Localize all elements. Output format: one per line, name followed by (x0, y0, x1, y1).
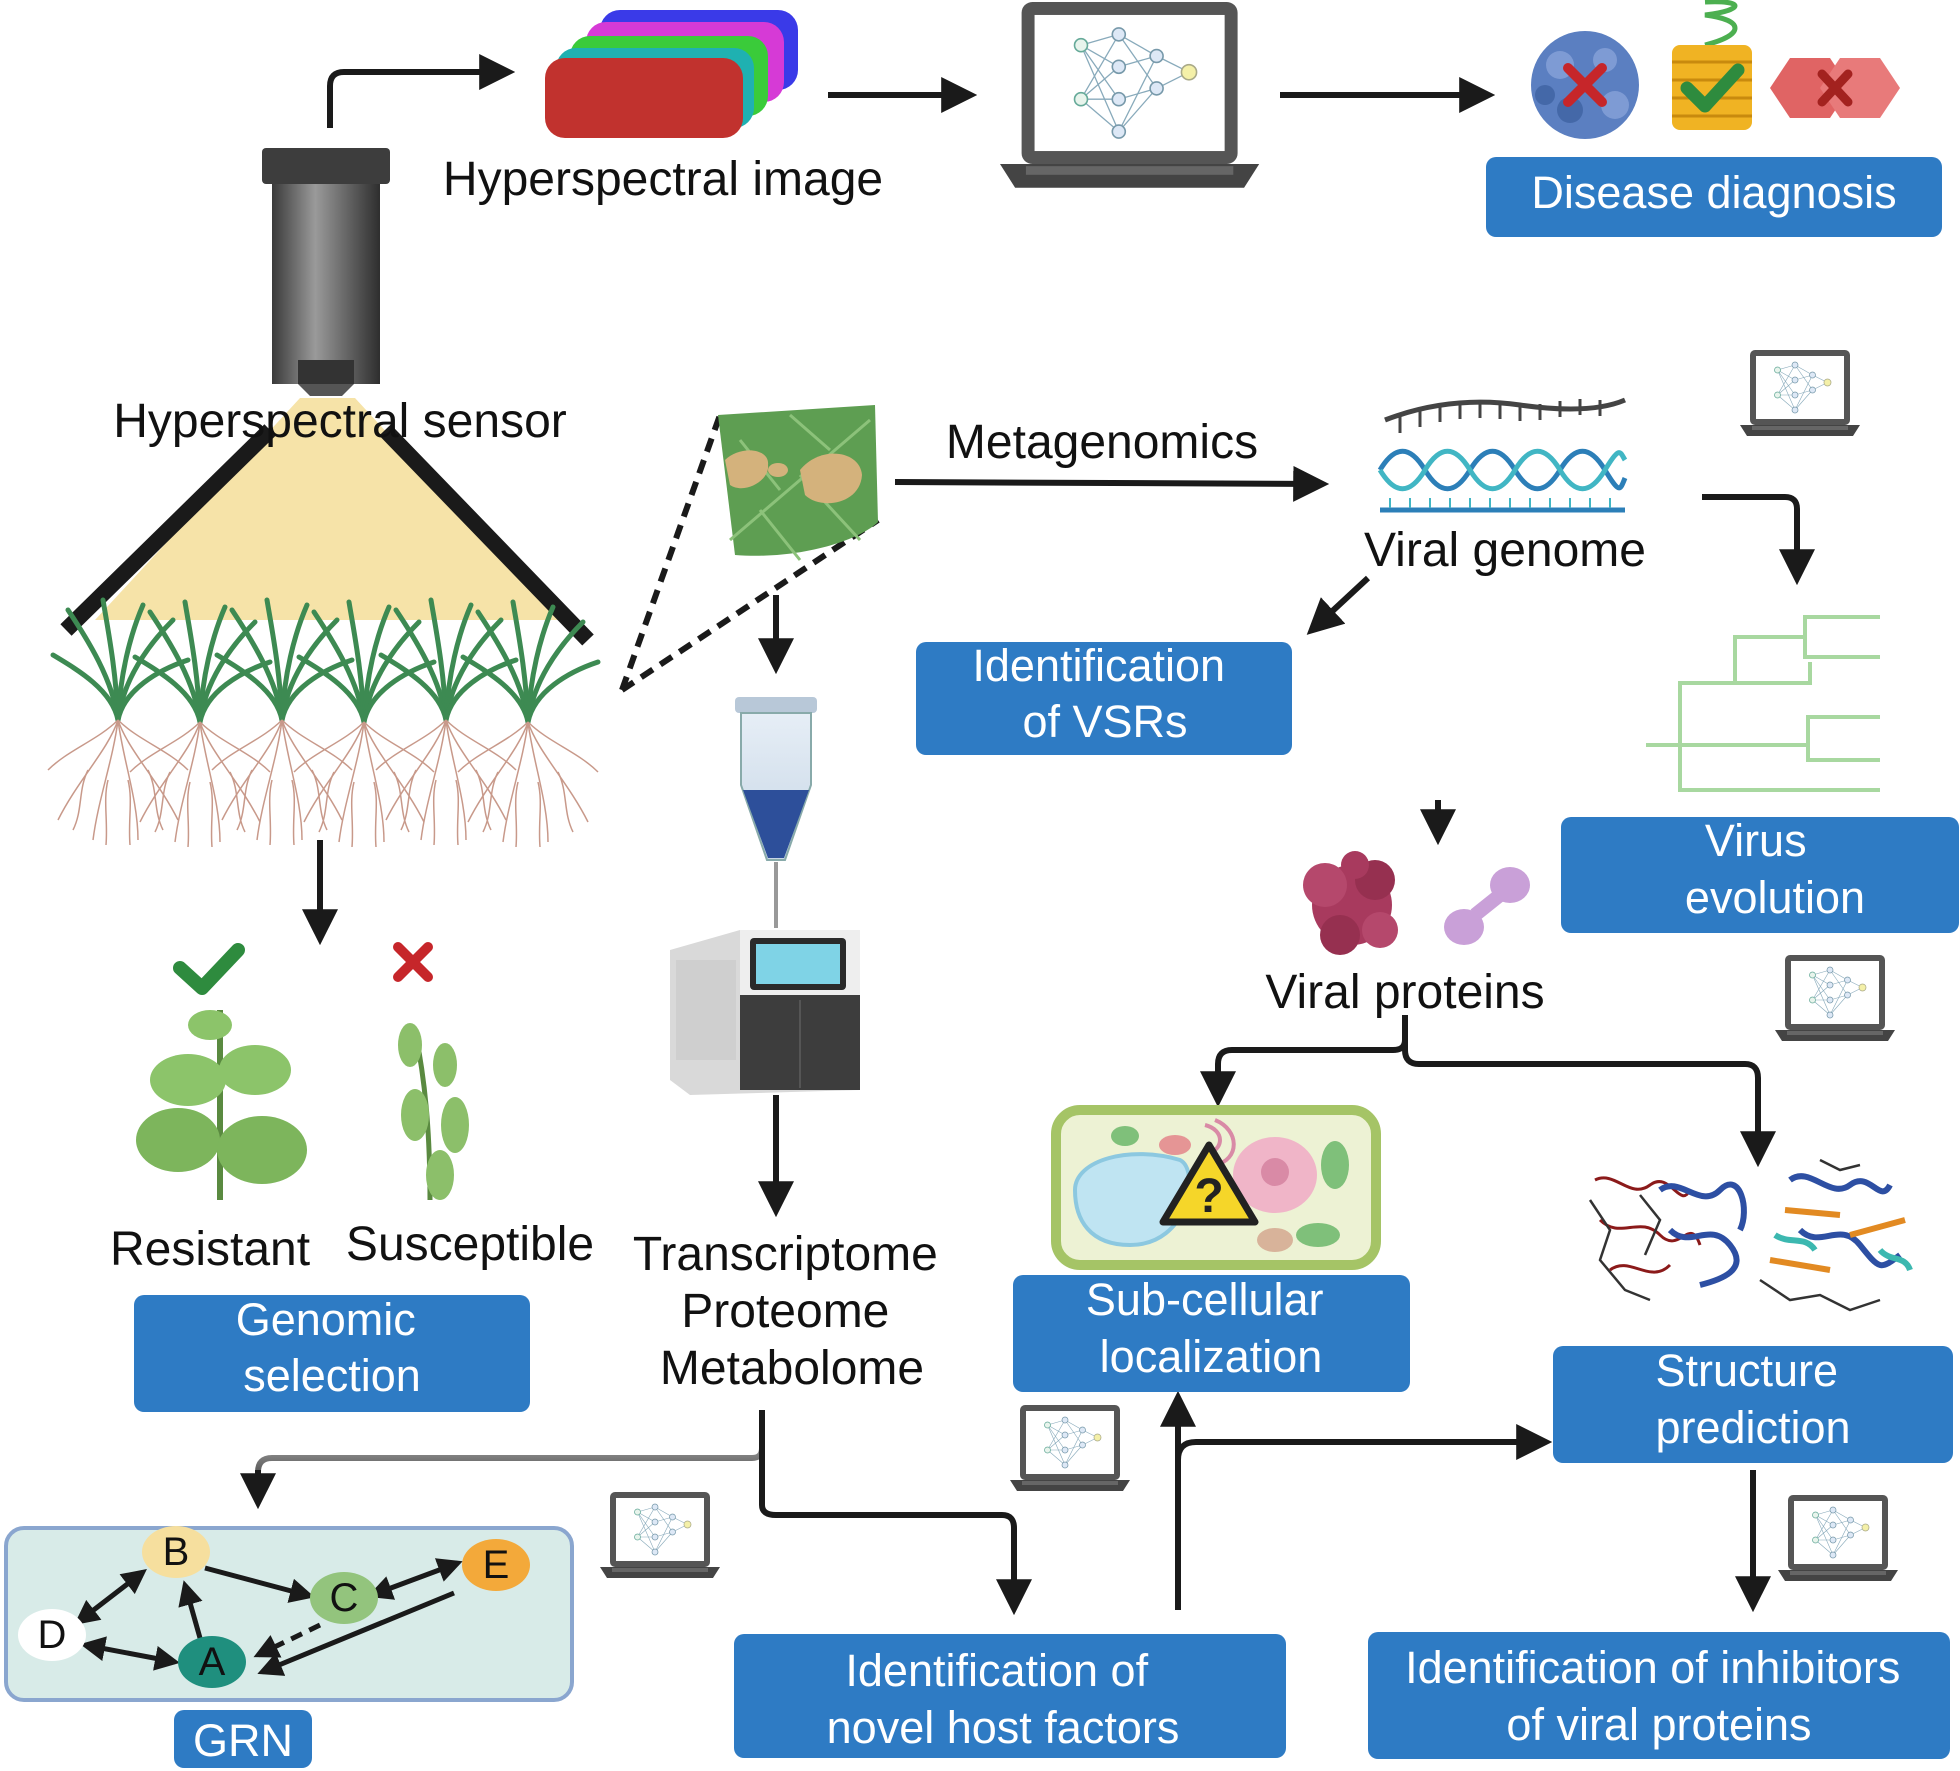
genome-to-vsrs-arrow (1306, 575, 1371, 635)
subcellular-line2: localization (1100, 1331, 1323, 1382)
identification-vsrs-line2: of VSRs (1022, 696, 1187, 747)
cross-icon (393, 942, 433, 982)
subcellular-box (1013, 1275, 1410, 1392)
host-factors-box (734, 1634, 1286, 1758)
zoom-line-bottom (620, 517, 880, 693)
svg-text:Genomic selection: Genomic selection (236, 1294, 429, 1401)
beam-left-edge (60, 424, 276, 636)
metabolome-label: Metabolome (660, 1342, 924, 1395)
svg-text:?: ? (1194, 1170, 1223, 1223)
svg-text:B: B (163, 1530, 190, 1574)
resistant-plant-icon (136, 1010, 307, 1200)
laptop-neural-network-icon-structure (1777, 1494, 1899, 1582)
leaf-icon (718, 405, 878, 561)
small-protein-icon (1444, 867, 1530, 945)
zoom-line-top (619, 413, 723, 692)
laptop-neural-network-icon-host (1009, 1404, 1131, 1492)
grn-edges (74, 1558, 463, 1676)
omics-to-host-factors-arrow (759, 1410, 1032, 1616)
host-factors-line2: novel host factors (827, 1702, 1180, 1753)
proteome-label: Proteome (681, 1285, 889, 1338)
grn-node-d: D (18, 1609, 86, 1661)
proteins-to-localization-arrow (1200, 1015, 1408, 1108)
svg-text:Virus evolution: Virus evolution (1685, 815, 1865, 923)
genomic-selection-box (134, 1295, 530, 1412)
subcellular-line1: Sub-cellular (1086, 1274, 1324, 1325)
host-to-structure-arrow (1175, 1424, 1553, 1461)
genomic-selection-line2: selection (243, 1350, 421, 1401)
metagenomics-arrow (894, 465, 1330, 502)
inhibitors-line2: of viral proteins (1506, 1699, 1811, 1750)
inhibitors-box (1368, 1632, 1950, 1759)
camera-to-image-arrow (327, 54, 516, 128)
virus-evolution-box (1561, 817, 1959, 933)
genome-to-evolution-arrow (1702, 494, 1815, 586)
check-icon (173, 943, 245, 995)
resistant-label: Resistant (110, 1223, 310, 1276)
grn-node-a: A (178, 1636, 246, 1688)
geminivirus-icon (1770, 58, 1900, 118)
icosahedral-virus-icon (1531, 31, 1639, 139)
metagenomics-label: Metagenomics (946, 416, 1258, 469)
svg-text:Identification of novel ho: Identification of novel host factors (827, 1645, 1180, 1753)
disease-diagnosis-box (1486, 157, 1942, 237)
svg-text:Transcriptome Proteome: Transcriptome Proteome Metabolome (633, 1228, 951, 1395)
genomic-selection-line1: Genomic (236, 1294, 416, 1345)
hyperspectral-image-icon (545, 10, 798, 138)
grn-node-b: B (142, 1526, 210, 1578)
tube-icon (735, 697, 817, 861)
protein-structure-icon (1588, 1158, 1913, 1312)
host-factors-line1: Identification of (845, 1645, 1148, 1696)
identification-vsrs-box (916, 642, 1292, 755)
crop-row-icon (48, 600, 598, 847)
svg-text:E: E (483, 1543, 510, 1587)
rod-virus-icon (1672, 0, 1752, 130)
svg-text:Structure prediction: Structure prediction (1655, 1345, 1850, 1453)
svg-text:C: C (330, 1576, 359, 1620)
transcriptome-label: Transcriptome (633, 1228, 938, 1281)
svg-text:D: D (38, 1613, 67, 1657)
disease-diagnosis-label: Disease diagnosis (1531, 167, 1896, 218)
grn-box (174, 1710, 312, 1768)
virus-evolution-line2: evolution (1685, 872, 1865, 923)
hyperspectral-camera-icon (262, 148, 390, 396)
proteins-to-structure-arrow (1402, 1030, 1776, 1168)
susceptible-label: Susceptible (346, 1218, 594, 1271)
structure-prediction-line2: prediction (1655, 1402, 1850, 1453)
structure-prediction-box (1553, 1346, 1953, 1463)
protein-icon (1303, 851, 1398, 955)
structure-prediction-line1: Structure (1655, 1345, 1838, 1396)
laptop-neural-network-icon-proteins (1774, 954, 1896, 1042)
laptop-neural-network-icon (999, 1, 1261, 189)
virus-evolution-line1: Virus (1705, 815, 1807, 866)
svg-text:Sub-cellular localization: Sub-cellular localization (1086, 1274, 1336, 1382)
hyperspectral-image-label: Hyperspectral image (443, 153, 883, 206)
grn-label: GRN (193, 1715, 293, 1766)
laptop-neural-network-icon-omics (599, 1491, 721, 1579)
grn-node-c: C (310, 1572, 378, 1624)
laptop-neural-network-icon-genome (1739, 349, 1861, 437)
svg-text:A: A (199, 1640, 226, 1684)
hyperspectral-sensor-label: Hyperspectral sensor (113, 395, 567, 448)
cell-icon: ? (1051, 1105, 1381, 1270)
inhibitors-line1: Identification of inhibitors (1405, 1642, 1900, 1693)
virus-particles-icon (1531, 0, 1900, 139)
sensor-beam (95, 398, 560, 620)
svg-text:Identification of inhibitors: Identification of inhibitors of viral pr… (1405, 1642, 1913, 1750)
susceptible-plant-icon (398, 1023, 469, 1201)
phylogenetic-tree-icon (1646, 615, 1880, 792)
dna-icon (1377, 397, 1628, 513)
grn-node-e: E (462, 1539, 530, 1591)
viral-proteins-label: Viral proteins (1265, 966, 1544, 1019)
identification-vsrs-line1: Identification (972, 640, 1225, 691)
svg-text:Identification of VSRs: Identification of VSRs (972, 640, 1237, 747)
viral-genome-label: Viral genome (1364, 524, 1646, 577)
sequencer-icon (670, 930, 860, 1095)
omics-to-grn-arrow (255, 1410, 765, 1500)
